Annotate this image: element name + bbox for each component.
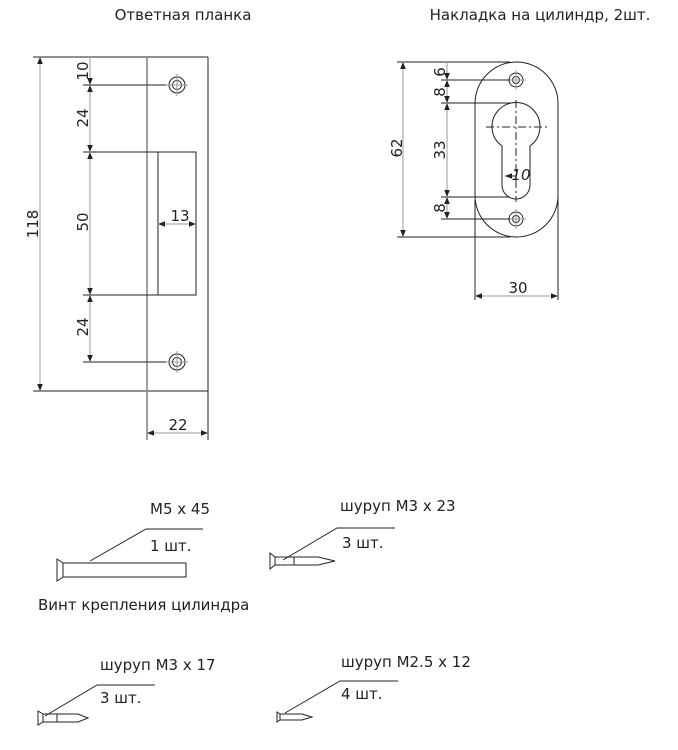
wood-screw-icon (269, 551, 336, 571)
fastener-screw-m2-5x12: шуруп М2.5 х 12 4 шт. (276, 653, 471, 723)
screw-hole-icon (166, 351, 188, 373)
dim-8-bottom: 8 (431, 203, 449, 213)
screw-head-icon (56, 558, 64, 582)
dim-10: 10 (74, 61, 92, 80)
wood-screw-icon (37, 710, 90, 726)
fastener-spec: M5 x 45 (150, 500, 210, 518)
dim-118: 118 (24, 210, 42, 239)
fastener-cylinder-screw: M5 x 45 1 шт. Винт крепления цилиндра (38, 500, 249, 614)
fastener-spec: шуруп М3 х 23 (340, 497, 456, 515)
strike-plate-drawing: Ответная планка 118 10 24 50 24 13 22 (24, 6, 251, 440)
fastener-caption: Винт крепления цилиндра (38, 596, 249, 614)
dim-33: 33 (431, 140, 449, 159)
escutcheon-title: Накладка на цилиндр, 2шт. (430, 6, 651, 24)
dim-50: 50 (74, 212, 92, 231)
cylinder-escutcheon-drawing: Накладка на цилиндр, 2шт. 62 6 8 33 8 (388, 6, 650, 300)
dim-24-bottom: 24 (74, 317, 92, 336)
fastener-qty: 3 шт. (342, 534, 384, 552)
strike-plate-title: Ответная планка (115, 6, 252, 24)
dim-8-top: 8 (431, 87, 449, 97)
dim-24-top: 24 (74, 108, 92, 127)
fastener-spec: шуруп М2.5 х 12 (341, 653, 471, 671)
dim-6: 6 (431, 67, 449, 77)
dim-22: 22 (168, 416, 187, 434)
dim-10-slot: 10 (511, 166, 530, 184)
wood-screw-icon (276, 711, 314, 723)
fastener-spec: шуруп М3 х 17 (100, 656, 216, 674)
fastener-qty: 1 шт. (150, 537, 192, 555)
dim-13: 13 (170, 207, 189, 225)
fastener-screw-m3x23: шуруп М3 х 23 3 шт. (269, 497, 456, 571)
fastener-qty: 3 шт. (100, 689, 142, 707)
fastener-qty: 4 шт. (341, 685, 383, 703)
fastener-screw-m3x17: шуруп М3 х 17 3 шт. (37, 656, 216, 726)
dim-62: 62 (388, 138, 406, 157)
dim-30: 30 (508, 279, 527, 297)
screw-hole-icon (166, 74, 188, 96)
